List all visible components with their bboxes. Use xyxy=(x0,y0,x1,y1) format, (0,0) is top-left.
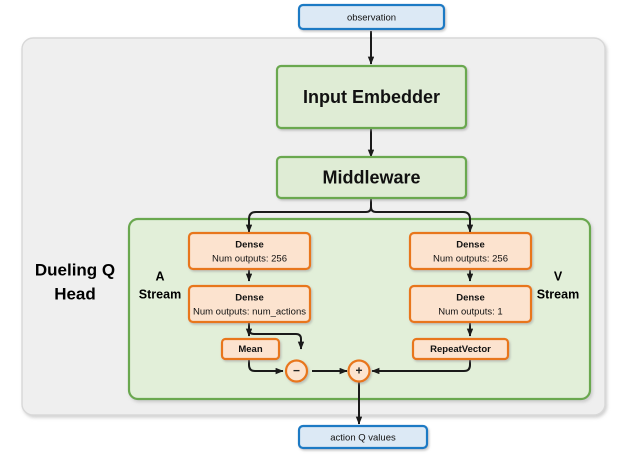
input-embedder-node[interactable]: Input Embedder xyxy=(275,64,468,130)
dueling-q-head-title-line1: Dueling Q xyxy=(35,260,115,279)
edge-mean-to-subtract xyxy=(248,359,284,375)
input-embedder-label: Input Embedder xyxy=(303,87,440,107)
middleware-node[interactable]: Middleware xyxy=(275,155,468,200)
observation-node[interactable]: observation xyxy=(297,3,446,31)
subtract-operator[interactable]: − xyxy=(284,359,309,383)
edge-repeatvector-to-add xyxy=(371,359,471,375)
subtract-operator-symbol: − xyxy=(293,364,300,378)
a-stream-dense-1-subtitle: Num outputs: 256 xyxy=(212,254,287,265)
dueling-q-head-title-line2: Head xyxy=(54,284,96,303)
edge-middleware-split-right xyxy=(370,198,474,233)
a-stream-title: A Stream xyxy=(139,269,181,301)
edge-a-dense2-to-subtract xyxy=(248,325,305,350)
a-stream-title-line2: Stream xyxy=(139,287,181,301)
v-stream-title-line2: Stream xyxy=(537,287,579,301)
v-stream-dense-2-subtitle: Num outputs: 1 xyxy=(438,307,502,318)
a-stream-title-line1: A xyxy=(155,269,164,283)
dueling-q-head-title: Dueling Q Head xyxy=(35,260,115,303)
a-stream-dense-2-title: Dense xyxy=(235,293,264,304)
add-operator[interactable]: + xyxy=(347,359,371,383)
v-stream-title-line1: V xyxy=(554,269,563,283)
a-stream-dense-1-title: Dense xyxy=(235,240,264,251)
a-stream-dense-1[interactable]: Dense Num outputs: 256 xyxy=(187,231,312,271)
v-stream-dense-2-title: Dense xyxy=(456,293,485,304)
v-stream-dense-1-subtitle: Num outputs: 256 xyxy=(433,254,508,265)
add-operator-symbol: + xyxy=(355,364,362,378)
repeatvector-label: RepeatVector xyxy=(430,344,491,355)
a-stream-dense-2-subtitle: Num outputs: num_actions xyxy=(193,307,306,318)
observation-label: observation xyxy=(347,13,396,24)
a-stream-dense-2[interactable]: Dense Num outputs: num_actions xyxy=(187,284,312,324)
mean-node[interactable]: Mean xyxy=(220,337,281,361)
middleware-label: Middleware xyxy=(322,167,420,187)
v-stream-dense-1[interactable]: Dense Num outputs: 256 xyxy=(408,231,533,271)
connector-layer xyxy=(245,31,474,425)
v-stream-title: V Stream xyxy=(537,269,579,301)
action-q-values-node[interactable]: action Q values xyxy=(297,424,429,450)
v-stream-dense-1-title: Dense xyxy=(456,240,485,251)
action-q-values-label: action Q values xyxy=(330,433,396,444)
mean-label: Mean xyxy=(238,344,262,355)
repeatvector-node[interactable]: RepeatVector xyxy=(411,337,510,361)
v-stream-dense-2[interactable]: Dense Num outputs: 1 xyxy=(408,284,533,324)
